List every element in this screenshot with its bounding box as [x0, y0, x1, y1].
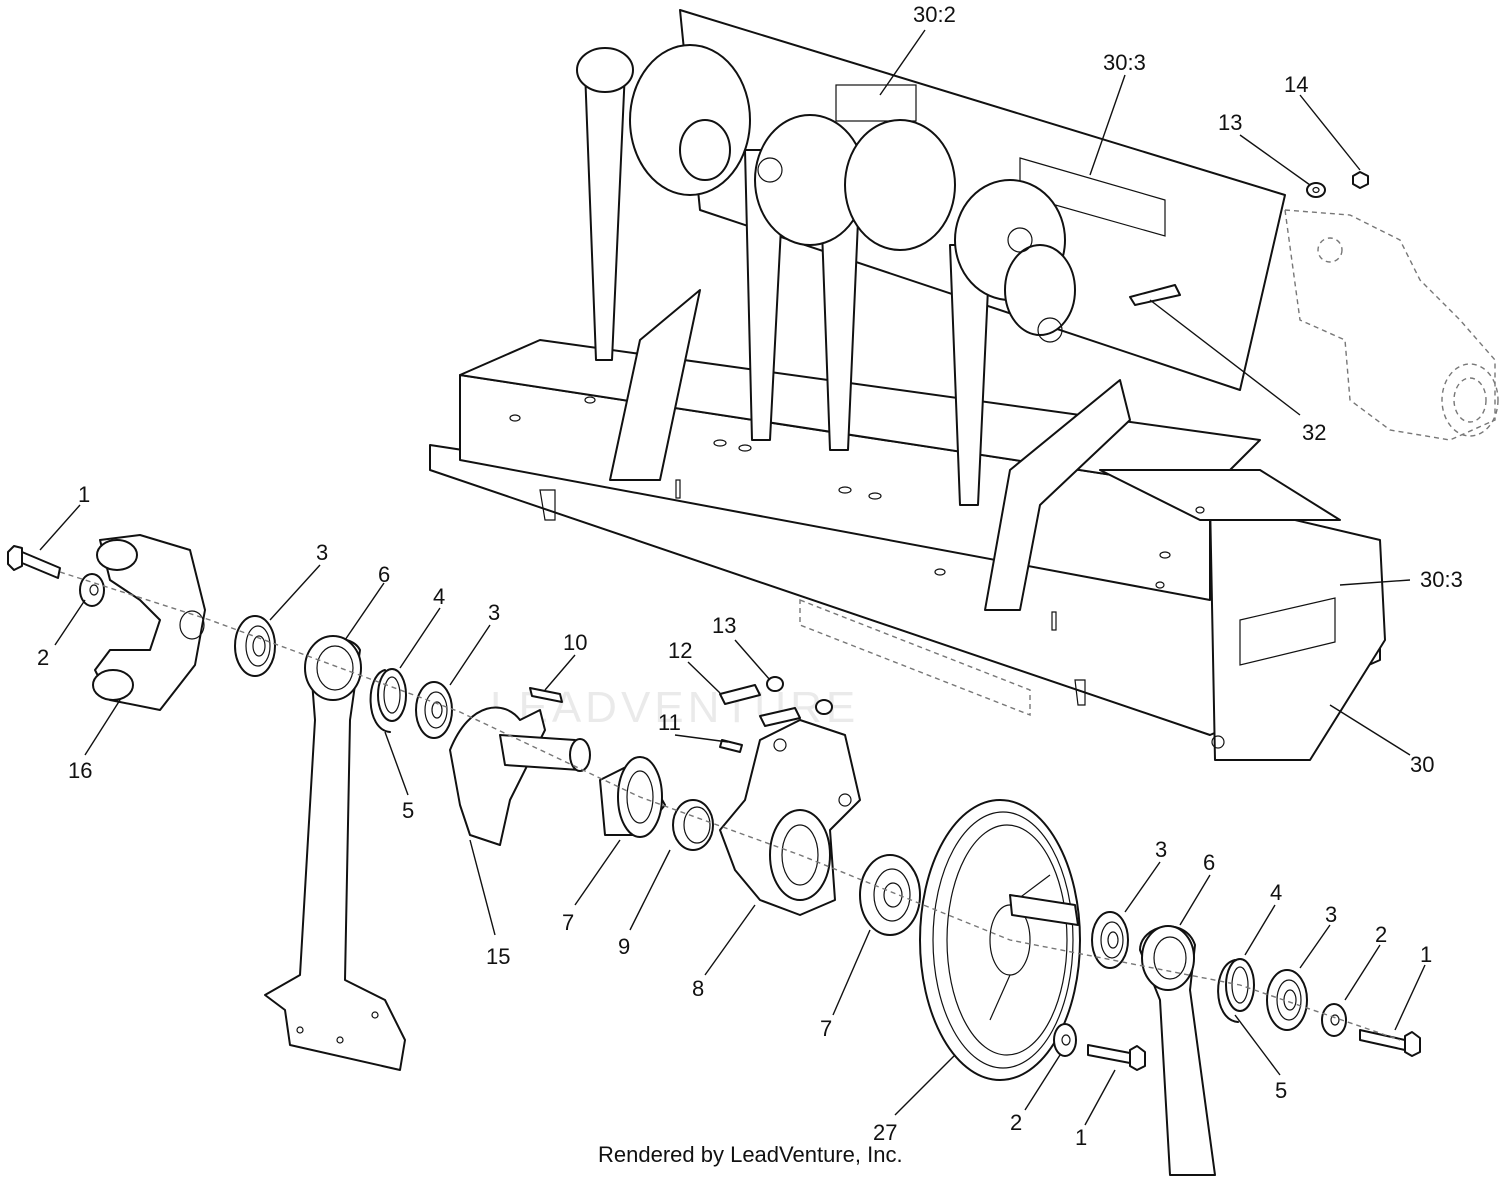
callout-32: 32	[1302, 420, 1326, 445]
callout-10: 10	[563, 630, 587, 655]
callout-3-c: 3	[1155, 837, 1167, 862]
bearing-3-c	[1091, 911, 1129, 969]
callout-9: 9	[618, 934, 630, 959]
washer-2-left	[79, 573, 105, 607]
callout-8: 8	[692, 976, 704, 1001]
bearing-3-d	[1266, 969, 1308, 1031]
callout-30-2: 30:2	[913, 2, 956, 27]
pulley-27	[919, 799, 1081, 1081]
retaining-ring-5-left	[369, 669, 391, 733]
phantom-carrier-frame	[1284, 209, 1499, 441]
callout-30: 30	[1410, 752, 1434, 777]
washer-2-bottom	[1053, 1023, 1077, 1057]
callout-1-bottom: 1	[1075, 1125, 1087, 1150]
pin-11	[719, 739, 743, 753]
callout-16: 16	[68, 758, 92, 783]
render-credit: Rendered by LeadVenture, Inc.	[598, 1142, 903, 1167]
callout-2-right: 2	[1375, 922, 1387, 947]
spline-shaft-15	[449, 706, 591, 846]
bolt-1-right	[1359, 1029, 1421, 1057]
callout-4-left: 4	[433, 584, 445, 609]
bearing-housing-16	[92, 534, 206, 711]
callout-3-b: 3	[488, 600, 500, 625]
callout-15: 15	[486, 944, 510, 969]
callout-5-right: 5	[1275, 1078, 1287, 1103]
callout-14: 14	[1284, 72, 1308, 97]
bolt-1-left	[7, 545, 61, 579]
callout-7-left: 7	[562, 910, 574, 935]
drive-arm-6-left	[264, 635, 406, 1071]
key-10	[529, 687, 563, 703]
washer-13-top	[1306, 182, 1326, 198]
spacer-4-left	[377, 668, 407, 722]
washer-2-right	[1321, 1003, 1347, 1037]
callout-6-left: 6	[378, 562, 390, 587]
leader-lines	[39, 29, 1426, 1126]
callout-3-a: 3	[316, 540, 328, 565]
callout-3-d: 3	[1325, 902, 1337, 927]
callout-7-right: 7	[820, 1016, 832, 1041]
bolt-12	[719, 684, 801, 727]
bolt-1-bottom	[1087, 1044, 1146, 1071]
callout-13-mid: 13	[712, 613, 736, 638]
callout-2-bottom: 2	[1010, 1110, 1022, 1135]
callout-2-left: 2	[37, 645, 49, 670]
drive-arm-6-right	[1139, 925, 1216, 1176]
bushing-9	[672, 799, 714, 851]
callout-12: 12	[668, 638, 692, 663]
callout-labels: 30:2 30:3 14 13 32 30:3 30 1 2 16 3 6 4 …	[37, 2, 1463, 1150]
callout-13-top: 13	[1218, 110, 1242, 135]
bearing-3-b	[415, 681, 453, 739]
callout-1-right: 1	[1420, 942, 1432, 967]
callout-30-3-right: 30:3	[1420, 567, 1463, 592]
callout-1-left: 1	[78, 482, 90, 507]
bearing-7-right	[859, 854, 921, 936]
retaining-ring-5-right	[1217, 959, 1239, 1023]
callout-11: 11	[658, 710, 681, 735]
callout-4-right: 4	[1270, 880, 1282, 905]
callout-5-left: 5	[402, 798, 414, 823]
bearing-3-a	[234, 615, 276, 677]
callout-27: 27	[873, 1120, 897, 1145]
washer-13-mid	[766, 676, 833, 715]
callout-30-3-top: 30:3	[1103, 50, 1146, 75]
nut-14	[1352, 171, 1369, 189]
reel-frame-assembly	[429, 9, 1386, 761]
callout-6-right: 6	[1203, 850, 1215, 875]
bearing-7-left	[599, 756, 666, 838]
